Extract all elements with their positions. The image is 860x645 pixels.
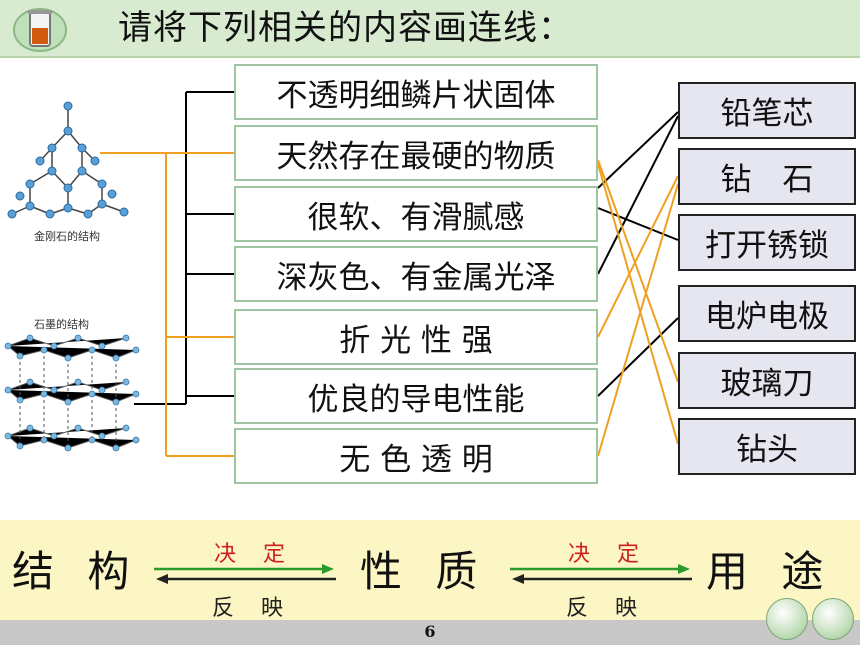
use-box-furnace-electrode[interactable]: 电炉电极 <box>678 285 856 342</box>
graphite-structure-image <box>4 334 140 452</box>
relation-use: 用 途 <box>706 547 834 596</box>
use-box-diamond-gem[interactable]: 钻 石 <box>678 148 856 205</box>
relation-reflect-right: 反 映 <box>566 596 647 621</box>
beaker-icon <box>766 598 808 640</box>
page-title: 请将下列相关的内容画连线： <box>118 8 573 48</box>
use-box-glass-cutter[interactable]: 玻璃刀 <box>678 352 856 409</box>
title-bar: 请将下列相关的内容画连线： <box>0 0 860 58</box>
test-tube-icon <box>812 598 854 640</box>
diamond-structure-caption: 金刚石的结构 <box>34 230 100 243</box>
graphite-use-lines <box>597 111 679 397</box>
flask-icon <box>13 8 67 52</box>
footer-bar <box>0 620 860 645</box>
property-box-dark-gray-luster[interactable]: 深灰色、有金属光泽 <box>234 246 598 302</box>
relation-property: 性 质 <box>360 547 488 596</box>
graphite-structure-caption: 石墨的结构 <box>34 318 89 331</box>
use-box-pencil-lead[interactable]: 铅笔芯 <box>678 82 856 139</box>
relation-decide-left: 决 定 <box>214 542 295 567</box>
property-box-colorless[interactable]: 无 色 透 明 <box>234 428 598 484</box>
diamond-structure-image <box>7 101 129 219</box>
connection-lines <box>100 91 679 457</box>
relation-reflect-left: 反 映 <box>212 596 293 621</box>
property-box-opaque-flakes[interactable]: 不透明细鳞片状固体 <box>234 64 598 120</box>
relation-decide-right: 决 定 <box>568 542 649 567</box>
double-arrow-right <box>510 564 692 584</box>
page-number: 6 <box>424 622 436 641</box>
diamond-bracket <box>100 152 234 457</box>
property-box-hardest[interactable]: 天然存在最硬的物质 <box>234 125 598 181</box>
use-box-drill-bit[interactable]: 钻头 <box>678 418 856 475</box>
use-box-open-lock[interactable]: 打开锈锁 <box>678 214 856 271</box>
relation-structure: 结 构 <box>12 547 140 596</box>
relation-band <box>0 520 860 620</box>
diamond-use-lines <box>597 159 679 457</box>
double-arrow-left <box>154 564 336 584</box>
property-box-soft-slippery[interactable]: 很软、有滑腻感 <box>234 186 598 242</box>
property-box-conductivity[interactable]: 优良的导电性能 <box>234 368 598 424</box>
graphite-bracket <box>134 91 234 405</box>
property-box-refraction[interactable]: 折 光 性 强 <box>234 309 598 365</box>
